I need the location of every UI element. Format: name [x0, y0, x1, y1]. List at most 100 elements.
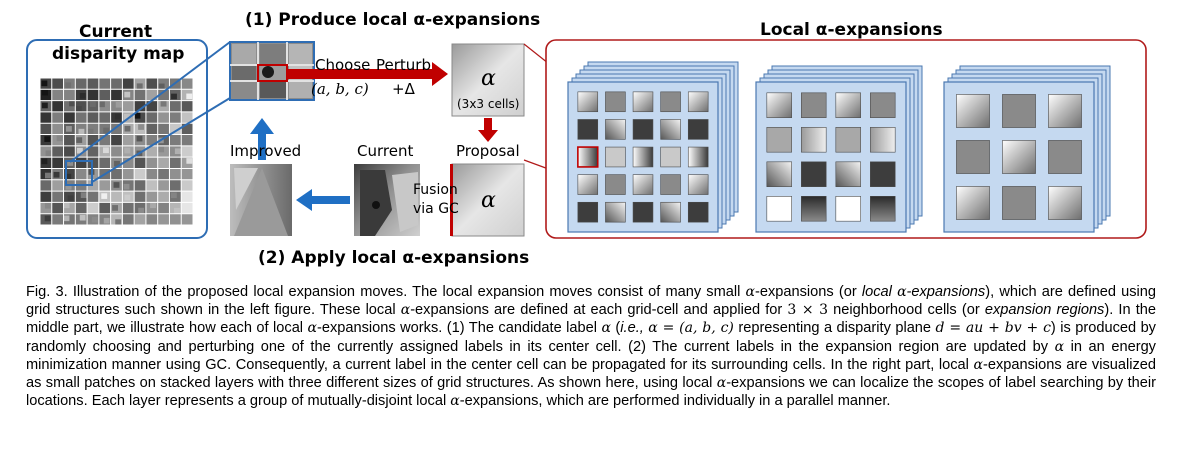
disparity-cell [98, 78, 111, 90]
caption-text: Illustration of the proposed local expan… [67, 284, 746, 300]
caption-math: α [745, 284, 755, 300]
caption-text: -expansions works. (1) The candidate lab… [316, 320, 602, 337]
disparity-cell [181, 168, 193, 180]
disparity-cell [51, 78, 64, 90]
disparity-speckle [79, 214, 86, 221]
caption-text: -expansions, which are performed individ… [459, 393, 891, 410]
disparity-cell [51, 213, 64, 225]
caption-math: α [307, 320, 317, 337]
disparity-cell [157, 213, 170, 225]
zoom-line-top [69, 41, 231, 163]
expansion-patch [801, 196, 827, 222]
caption-italic: -expansions [906, 284, 986, 300]
disparity-speckle [124, 125, 131, 132]
disparity-cell [181, 191, 193, 203]
disparity-speckle [89, 101, 96, 107]
alpha-symbol-top: α [481, 66, 496, 91]
disparity-cell [181, 100, 193, 112]
disparity-speckle [69, 100, 76, 107]
disparity-speckle [91, 216, 98, 223]
disparity-cell [145, 89, 158, 101]
disparity-speckle [115, 101, 122, 108]
improved-label: Improved [230, 142, 302, 160]
proposal-label: Proposal [456, 142, 520, 160]
disparity-cell [157, 111, 170, 124]
choose-label: Choose [315, 56, 371, 74]
disparity-cell [98, 157, 111, 169]
expansion-patch [687, 119, 709, 140]
disparity-speckle [76, 137, 83, 143]
expansion-patch [605, 146, 626, 168]
disparity-cell [75, 202, 88, 214]
disparity-speckle [44, 172, 51, 179]
disparity-cell [181, 145, 193, 158]
expansion-patch [660, 91, 681, 113]
disparity-speckle [124, 194, 131, 201]
disparity-cell [122, 202, 135, 214]
disparity-speckle [115, 219, 122, 225]
caption-math: α [897, 284, 907, 300]
disparity-cell [169, 213, 182, 225]
disparity-cell [51, 179, 64, 192]
disparity-cell [181, 123, 193, 135]
alpha-proposal-box [451, 163, 525, 237]
expansion-patch [1048, 94, 1082, 128]
current-label: Current [357, 142, 414, 160]
caption-text: -expansions are defined at each grid-cel… [410, 302, 788, 319]
disparity-cell [134, 100, 146, 112]
expansion-patch [577, 91, 599, 113]
caption-text: representing a disparity plane [733, 320, 936, 337]
disparity-speckle [53, 171, 60, 178]
disparity-speckle [57, 127, 63, 133]
disparity-speckle [63, 202, 70, 209]
expansion-patch [632, 91, 654, 113]
step1-title: (1) Produce local α-expansions [245, 10, 541, 30]
disparity-cell [110, 168, 123, 180]
disparity-speckle [134, 112, 141, 119]
disparity-cell [169, 123, 182, 135]
disparity-cell [145, 179, 158, 192]
disparity-cell [122, 157, 135, 169]
disparity-speckle [138, 124, 145, 130]
disparity-cell [134, 168, 146, 180]
disparity-speckle [65, 82, 72, 89]
disparity-cell [40, 179, 52, 192]
caption-math: d = au + bv + c [935, 320, 1051, 337]
figure-caption: Fig. 3. Illustration of the proposed loc… [26, 283, 1156, 410]
disparity-cell [110, 145, 123, 158]
expansion-patch [766, 127, 792, 153]
disparity-cell [87, 89, 99, 101]
disparity-cell [169, 100, 182, 112]
perturb-label: Perturb [376, 56, 431, 74]
disparity-cell [51, 111, 64, 124]
expansion-patch [870, 196, 896, 222]
disparity-cell [110, 78, 123, 90]
disparity-cell [169, 134, 182, 146]
caption-math: α [1054, 338, 1065, 355]
expansion-patch [1048, 186, 1082, 220]
disparity-speckle [124, 147, 131, 154]
caption-italic: local [861, 284, 898, 300]
disparity-cell [87, 78, 99, 90]
proposal-arrow [478, 118, 498, 142]
disparity-speckle [42, 89, 48, 96]
disparity-cell [63, 89, 76, 101]
expansion-patch [632, 174, 654, 195]
disparity-cell [122, 213, 135, 225]
disparity-speckle [98, 101, 105, 108]
disparity-cell [169, 111, 182, 124]
disparity-speckle [103, 127, 110, 134]
expansion-patch [660, 119, 681, 140]
expansion-patch [660, 174, 681, 195]
disparity-speckle [114, 113, 121, 120]
disparity-cell [87, 202, 99, 214]
disparity-cell [87, 191, 99, 203]
disparity-cell [87, 111, 99, 124]
disparity-speckle [67, 160, 74, 166]
caption-text: ), which are defined using grid structur… [26, 284, 1156, 319]
alpha-symbol-bottom: α [481, 188, 496, 213]
abc-label: (a, b, c) [311, 80, 369, 98]
disparity-cell [110, 123, 123, 135]
disparity-cell [122, 168, 135, 180]
disparity-cell [145, 111, 158, 124]
